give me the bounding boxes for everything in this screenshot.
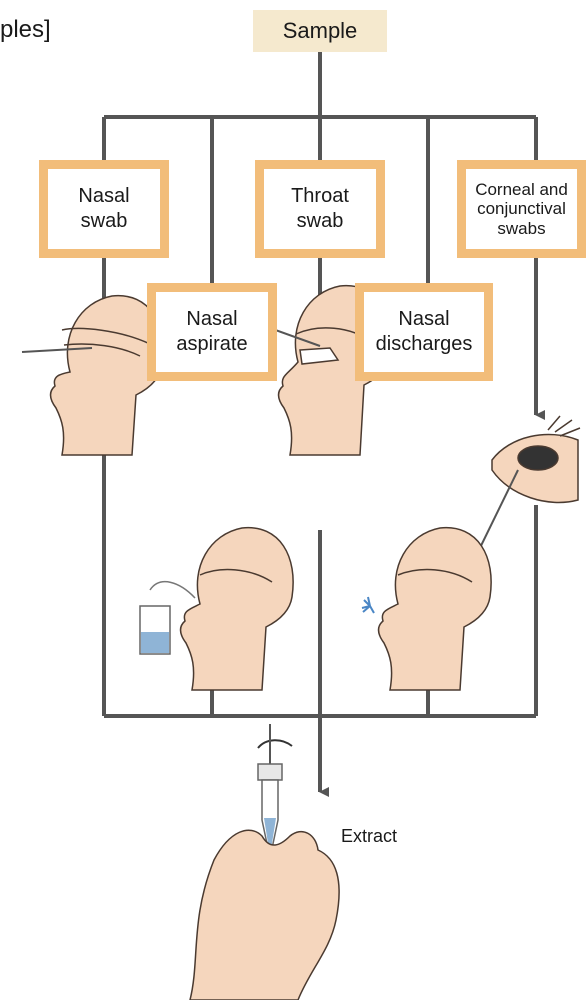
head-nasal-aspirate-illustration xyxy=(140,528,293,690)
nasal-discharges-box: Nasal discharges xyxy=(355,283,493,381)
head-nasal-discharges-illustration xyxy=(362,528,491,690)
sample-box: Sample xyxy=(253,10,387,52)
tube-hand-illustration xyxy=(190,724,339,1000)
nasal-aspirate-box: Nasal aspirate xyxy=(147,283,277,381)
nasal-swab-box: Nasal swab xyxy=(39,160,169,258)
corneal-swabs-box: Corneal and conjunctival swabs xyxy=(457,160,586,258)
eye-illustration xyxy=(476,416,580,556)
throat-swab-box: Throat swab xyxy=(255,160,385,258)
head-nasal-swab-illustration xyxy=(22,296,163,455)
extract-label: Extract xyxy=(341,826,397,848)
title-fragment: ples] xyxy=(0,16,51,45)
